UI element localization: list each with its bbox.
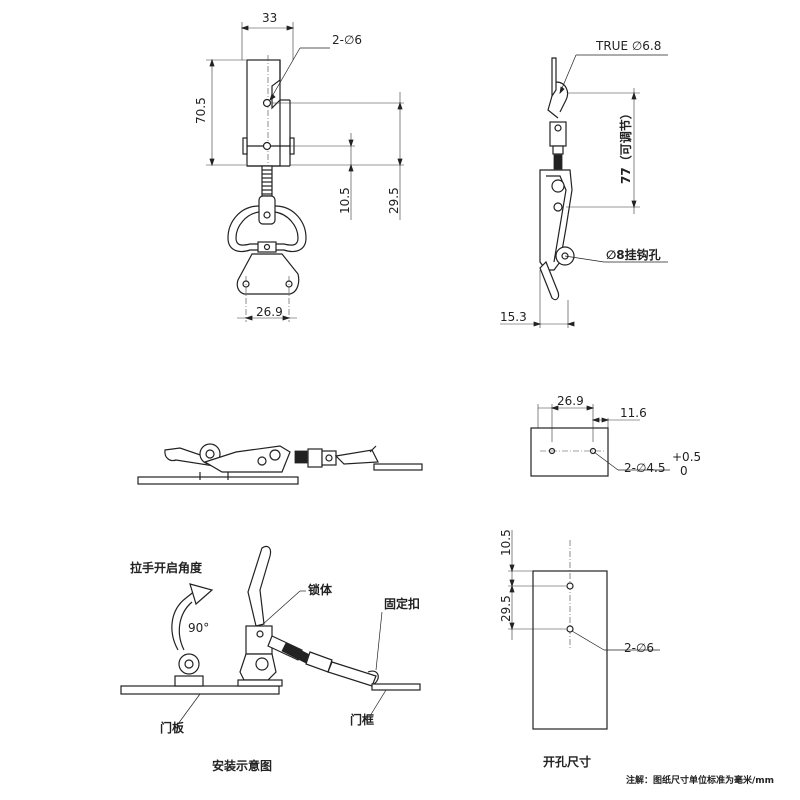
dim-true-hole: TRUE ∅6.8 (595, 39, 661, 53)
label-handle-angle: 拉手开启角度 (130, 560, 203, 575)
dim-keeper-11-6: 11.6 (620, 406, 647, 420)
caption-install-diagram: 安装示意图 (212, 758, 272, 773)
dim-width-33: 33 (262, 11, 277, 25)
install-diagram: 拉手开启角度 90° 锁体 固定扣 门板 门框 安装示意图 (120, 545, 421, 773)
dim-offset-15-3: 15.3 (500, 310, 527, 324)
side-view: TRUE ∅6.8 77（可调节） ∅8挂钩孔 15.3 (500, 39, 668, 328)
dim-keeper-holes: 2-∅4.5 (624, 461, 666, 475)
hole-cutout: 10.5 29.5 2-∅6 开孔尺寸 (499, 529, 660, 769)
dim-adjustable-77: 77（可调节） (618, 107, 633, 184)
label-angle-90: 90° (188, 621, 209, 635)
label-fixed-catch: 固定扣 (384, 596, 420, 611)
dim-height-70-5: 70.5 (194, 97, 208, 124)
footnote: 注解：图纸尺寸单位标准为毫米/mm (626, 774, 774, 786)
dim-hole-10-5: 10.5 (499, 529, 513, 556)
dim-keeper-26-9: 26.9 (557, 394, 584, 408)
tolerance-lower: 0 (680, 464, 688, 478)
dim-base-26-9: 26.9 (256, 305, 283, 319)
dim-29-5-front: 29.5 (387, 187, 401, 214)
plan-view (137, 443, 423, 485)
dim-holes-front: 2-∅6 (332, 33, 362, 47)
label-door-panel: 门板 (160, 720, 185, 735)
label-lock-body: 锁体 (308, 582, 333, 597)
front-view: 33 2-∅6 70.5 10.5 29.5 26.9 (194, 11, 404, 322)
side-spring (553, 154, 563, 170)
caption-hole-cutout: 开孔尺寸 (543, 754, 591, 769)
dim-10-5-front: 10.5 (338, 187, 352, 214)
tolerance-upper: +0.5 (672, 450, 701, 464)
label-door-frame: 门框 (350, 712, 374, 727)
dim-hole-29-5: 29.5 (499, 595, 513, 622)
dim-hole-holes: 2-∅6 (624, 641, 654, 655)
spring-coils (262, 169, 272, 195)
dim-hook-hole: ∅8挂钩孔 (606, 247, 661, 262)
keeper-cutout: 26.9 11.6 2-∅4.5 +0.5 0 (530, 394, 701, 478)
